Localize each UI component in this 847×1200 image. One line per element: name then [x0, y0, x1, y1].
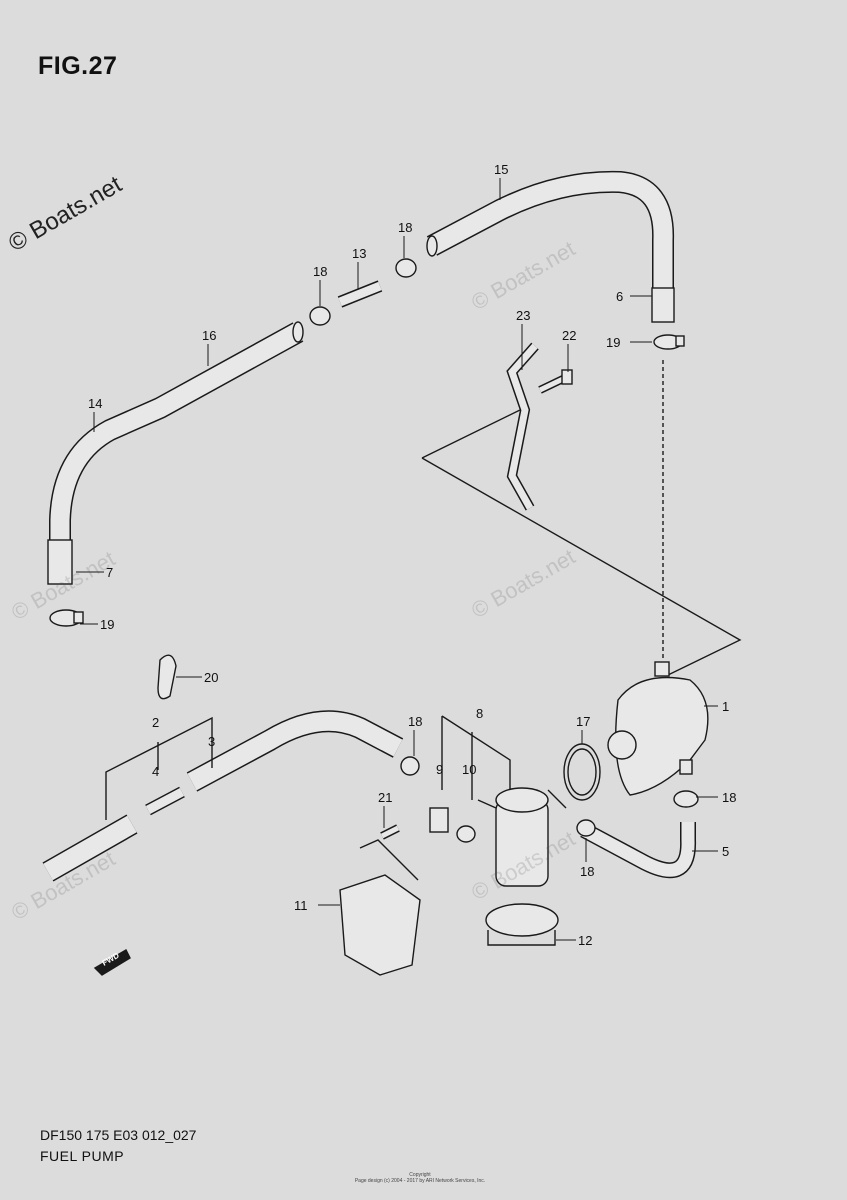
callout-18-right: 18: [722, 790, 736, 805]
callout-6: 6: [616, 289, 623, 304]
clip-20: [157, 654, 177, 700]
fuel-pump-1: [607, 661, 709, 796]
fwd-arrow-icon: [93, 949, 131, 976]
figure-title: FIG.27: [38, 52, 118, 80]
callout-15: 15: [494, 162, 508, 177]
model-code: DF150 175 E03 012_027: [40, 1127, 197, 1143]
clip-18-b: [395, 258, 417, 278]
callout-5: 5: [722, 844, 729, 859]
callout-9: 9: [436, 762, 443, 777]
callout-16: 16: [202, 328, 216, 343]
bracket-11: [339, 874, 421, 976]
copyright-line-2: Page design (c) 2004 - 2017 by ARI Netwo…: [354, 1178, 486, 1184]
clip-10: [456, 825, 476, 843]
leaders-21-11: [359, 839, 419, 881]
callout-1: 1: [722, 699, 729, 714]
callout-19-right: 19: [606, 335, 620, 350]
callout-12: 12: [578, 933, 592, 948]
joint-13: [337, 280, 383, 308]
part-name: FUEL PUMP: [40, 1148, 125, 1164]
callout-18-mid: 18: [408, 714, 422, 729]
callout-labels: 15 6 13 18 18 16 14 7 19 23 22 19 1 17 1…: [88, 162, 736, 968]
clip-18-c: [673, 790, 699, 808]
clip-19-upper: [653, 334, 685, 350]
clamp-12: [485, 903, 559, 946]
copyright-notice: Copyright Page design (c) 2004 - 2017 by…: [330, 1172, 510, 1184]
callout-17: 17: [576, 714, 590, 729]
callout-3: 3: [208, 734, 215, 749]
clip-18-a: [309, 306, 331, 326]
callout-2: 2: [152, 715, 159, 730]
callout-18-lower: 18: [580, 864, 594, 879]
joint-9: [429, 807, 449, 833]
bolt-22: [538, 369, 573, 394]
callout-19-left: 19: [100, 617, 114, 632]
sleeve-6: [651, 287, 675, 323]
callout-18-top-right: 18: [398, 220, 412, 235]
sleeve-7: [47, 539, 73, 585]
callout-13: 13: [352, 246, 366, 261]
clip-18-d: [576, 819, 596, 837]
hose-14-16: [49, 321, 304, 540]
leaders-2-3-4: [105, 716, 213, 820]
o-ring-17: [563, 743, 601, 801]
callout-7: 7: [106, 565, 113, 580]
bolt-21: [380, 824, 400, 840]
copyright-line-1: Copyright: [409, 1172, 431, 1178]
callout-14: 14: [88, 396, 102, 411]
clip-18-e: [400, 756, 420, 776]
callout-11: 11: [294, 898, 308, 913]
callout-23: 23: [516, 308, 530, 323]
callout-20: 20: [204, 670, 218, 685]
callout-10: 10: [462, 762, 476, 777]
callout-4: 4: [152, 764, 159, 779]
clip-19-lower: [49, 609, 84, 627]
callout-21: 21: [378, 790, 392, 805]
fuel-filter-8: [477, 787, 567, 887]
callout-8: 8: [476, 706, 483, 721]
assembly-outline: [421, 409, 742, 676]
callout-22: 22: [562, 328, 576, 343]
leaders-8-9-10: [441, 715, 511, 800]
hose-15: [426, 170, 675, 288]
callout-18-top-left: 18: [313, 264, 327, 279]
